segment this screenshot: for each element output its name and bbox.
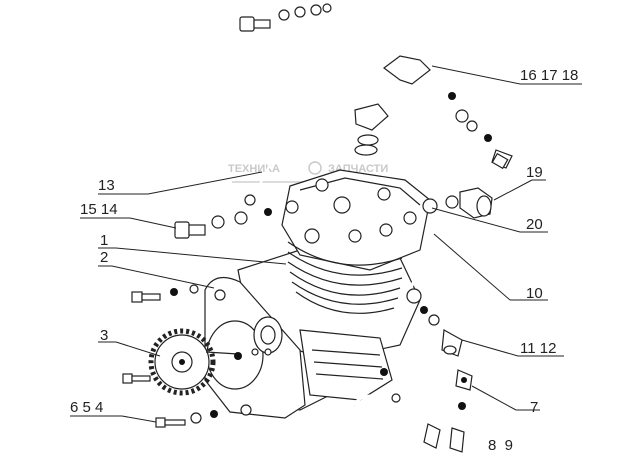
callout-2: 2 [100,249,108,266]
callout-10: 10 [526,285,543,302]
elbow-fitting-19 [422,187,493,219]
crankcase-lower [299,329,393,401]
cylinder-fins [287,241,403,314]
gear-bolt [122,373,151,384]
callout-1: 1 [100,232,108,249]
watermark-gear-icon [308,161,322,175]
pipe-10 [408,92,513,291]
callout-16-17-18: 16 17 18 [520,67,578,84]
flange-bolt-lower [155,410,218,428]
shaft-washers [234,348,272,360]
pipe-13 [239,3,332,206]
callout-19: 19 [526,164,543,181]
callout-6-5-4: 6 5 4 [70,399,103,416]
fitting-11-12 [406,288,463,357]
pipe-7 [352,368,473,453]
leader-lines [70,65,582,423]
flange-bolt-upper [131,284,199,303]
callout-11-12: 11 12 [520,340,556,357]
callout-15-14: 15 14 [80,201,118,218]
callout-8-9: 8 9 [488,437,513,454]
callout-3: 3 [100,327,108,344]
cylinder-head [281,169,431,271]
drive-gear [148,328,239,396]
callout-labels: 16 17 18 19 20 13 15 14 1 2 10 3 11 12 6… [70,67,578,454]
elbow-fitting-16-17-18 [354,55,431,156]
callout-7: 7 [530,399,538,416]
banjo-bolt-15-14 [174,200,299,239]
callout-20: 20 [526,216,543,233]
callout-13: 13 [98,177,115,194]
